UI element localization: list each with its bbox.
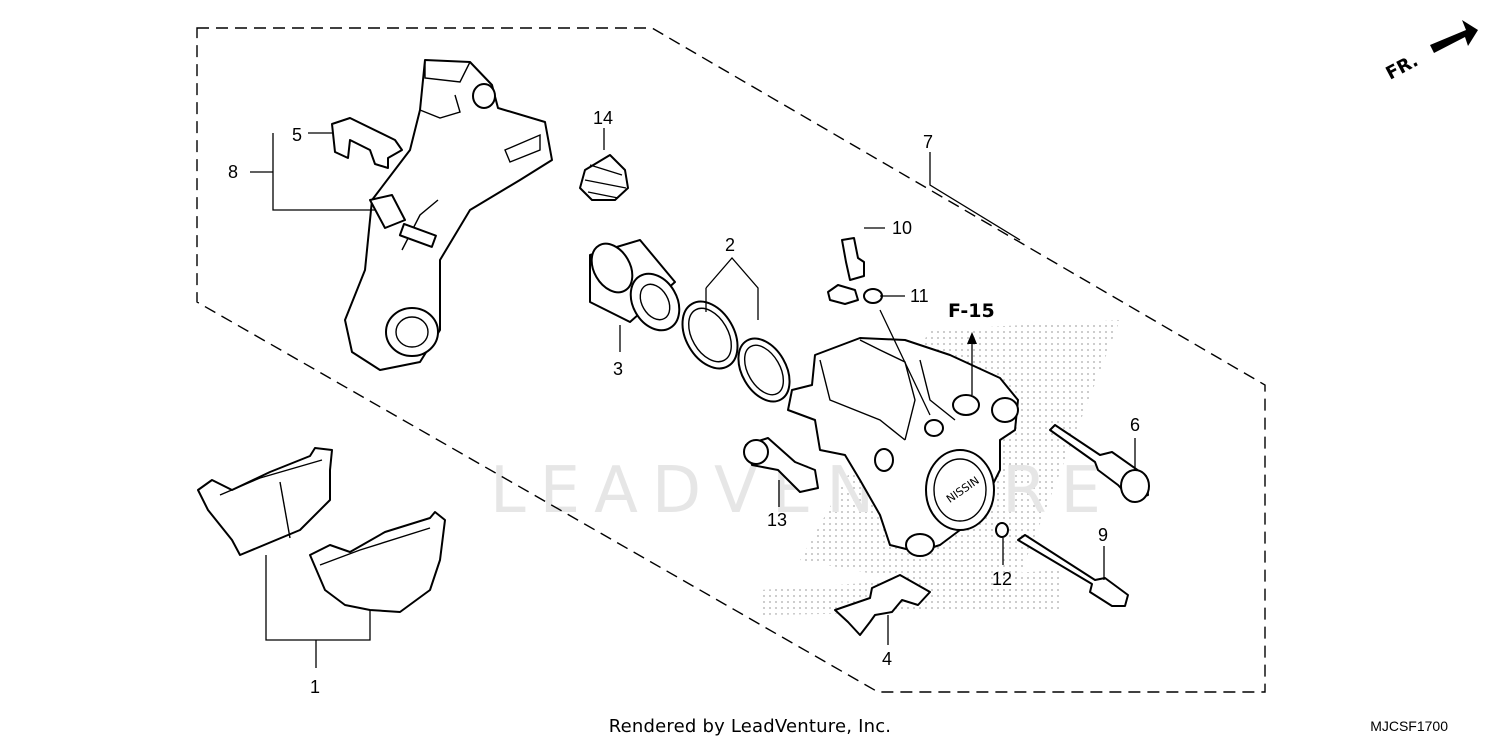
brake-pad-set [197, 447, 446, 613]
bleed-valve [841, 237, 865, 281]
callout-3: 3 [613, 359, 623, 379]
callout-numbers: 1 2 3 4 5 6 7 8 9 10 11 12 13 14 F-15 [228, 108, 1140, 697]
rendered-by-footer: Rendered by LeadVenture, Inc. [608, 716, 892, 737]
caliper-bracket [344, 59, 553, 371]
reference-label: F-15 [948, 300, 995, 322]
callout-5: 5 [292, 125, 302, 145]
front-direction-arrow-icon: FR. [1382, 20, 1478, 84]
leader-lines [250, 128, 1136, 668]
assembly-outline [196, 27, 1266, 693]
front-direction-label: FR. [1382, 50, 1421, 84]
callout-6: 6 [1130, 415, 1140, 435]
pin-bolt [1017, 534, 1129, 607]
washer [995, 522, 1009, 538]
pin-sleeve [743, 437, 819, 493]
callout-8: 8 [228, 162, 238, 182]
slide-pin-long [1049, 424, 1150, 503]
callout-10: 10 [892, 218, 912, 238]
bleed-valve-cap [827, 284, 883, 305]
callout-13: 13 [767, 510, 787, 530]
callout-2: 2 [725, 235, 735, 255]
callout-4: 4 [882, 649, 892, 669]
pad-spring [834, 574, 931, 636]
callout-11: 11 [910, 286, 929, 306]
callout-1: 1 [310, 677, 320, 697]
reference-arrowhead-icon [967, 332, 977, 344]
piston-seals [681, 300, 791, 403]
diagram-part-code: MJCSF1700 [1370, 718, 1448, 734]
callout-12: 12 [992, 569, 1012, 589]
pad-spring-clip [331, 117, 403, 169]
caliper-body: NISSIN [787, 337, 1019, 557]
callout-7: 7 [923, 132, 933, 152]
callout-14: 14 [593, 108, 613, 128]
piston [589, 239, 681, 332]
callout-9: 9 [1098, 525, 1108, 545]
dust-boot [579, 154, 629, 201]
